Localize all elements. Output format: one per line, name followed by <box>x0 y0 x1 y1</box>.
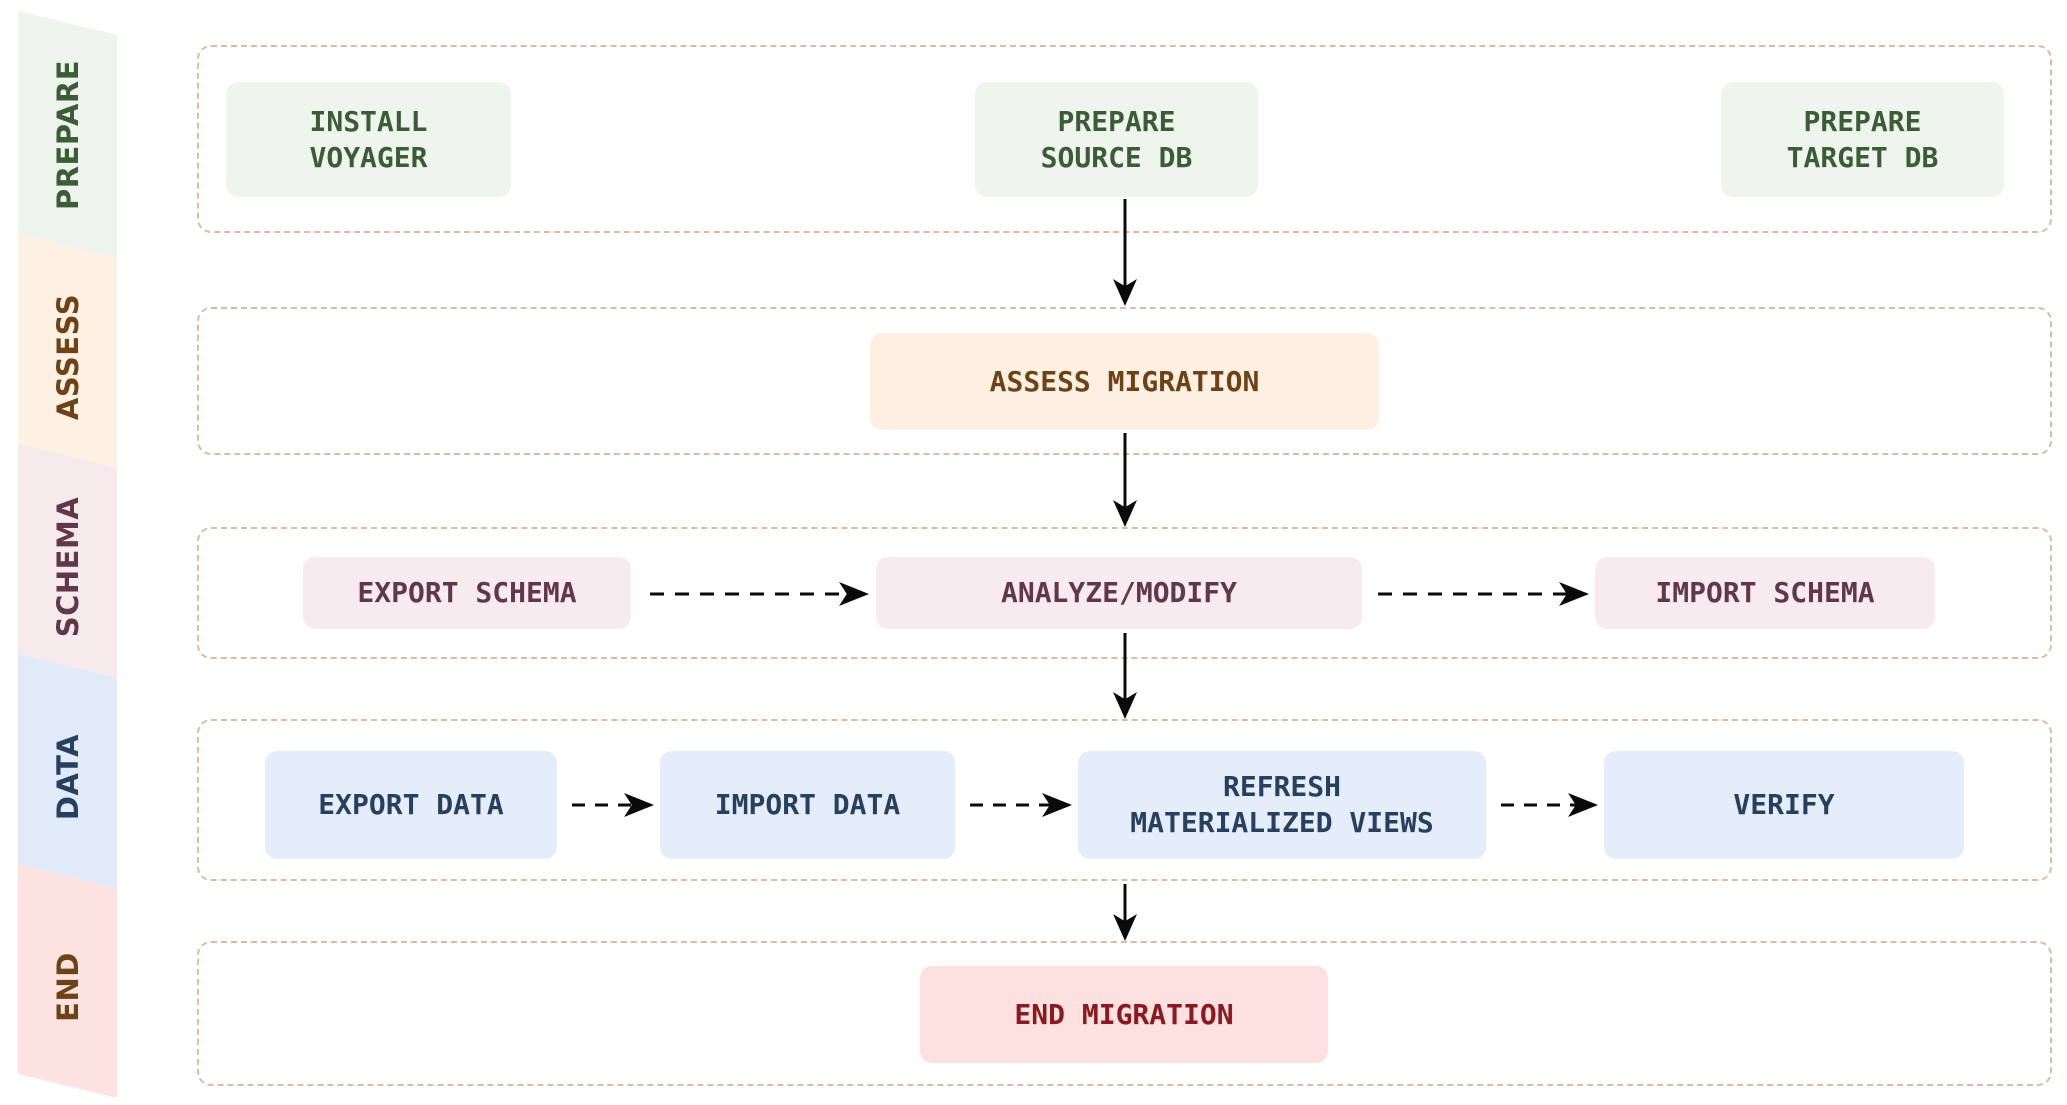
stage-label-schema: SCHEMA <box>51 496 85 638</box>
node-assess-migration[interactable]: ASSESS MIGRATION <box>870 333 1379 430</box>
node-end-migration[interactable]: END MIGRATION <box>920 966 1328 1063</box>
stage-label-end: END <box>51 952 85 1022</box>
stage-label-assess: ASSESS <box>51 293 85 421</box>
node-analyze-modify[interactable]: ANALYZE/MODIFY <box>876 557 1362 629</box>
node-prepare-source-db[interactable]: PREPARE SOURCE DB <box>975 82 1258 197</box>
stage-label-data: DATA <box>51 733 85 821</box>
stage-row-end <box>197 941 2052 1086</box>
stage-label-prepare: PREPARE <box>51 59 85 211</box>
node-import-schema[interactable]: IMPORT SCHEMA <box>1595 557 1935 629</box>
node-install-voyager[interactable]: INSTALL VOYAGER <box>226 82 511 197</box>
node-export-schema[interactable]: EXPORT SCHEMA <box>303 557 631 629</box>
node-verify[interactable]: VERIFY <box>1604 751 1964 859</box>
stage-row-data <box>197 719 2052 881</box>
node-import-data[interactable]: IMPORT DATA <box>660 751 955 859</box>
node-refresh-materialized-views[interactable]: REFRESH MATERIALIZED VIEWS <box>1078 751 1486 859</box>
node-export-data[interactable]: EXPORT DATA <box>265 751 557 859</box>
node-prepare-target-db[interactable]: PREPARE TARGET DB <box>1721 82 2004 197</box>
